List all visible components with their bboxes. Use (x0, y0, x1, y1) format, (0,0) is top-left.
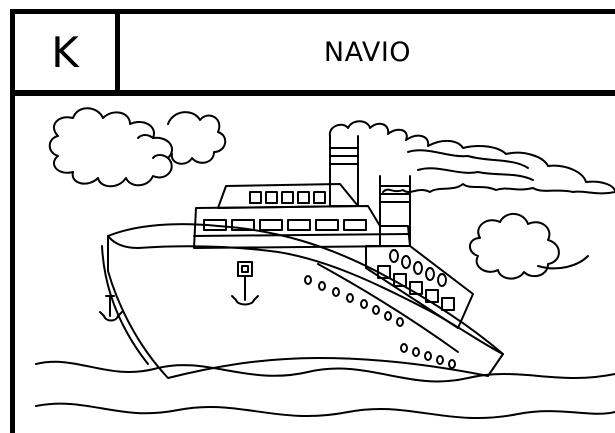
hull (107, 223, 504, 379)
side-cabin (365, 245, 474, 329)
frame-left-border (10, 9, 15, 433)
frame-top-border (10, 9, 615, 14)
letter-label: K (51, 27, 79, 77)
smokestack-rear (329, 135, 359, 207)
cloud-right (469, 213, 560, 280)
header-divider (115, 9, 120, 95)
portholes-lower (400, 343, 456, 369)
word-label: NAVIO (323, 36, 412, 68)
header-bottom-border (10, 90, 615, 96)
anchor-right (231, 261, 259, 306)
anchor-left (99, 295, 123, 322)
ship-drawing-icon (35, 107, 615, 420)
wave-lower (35, 402, 615, 420)
ship-illustration (18, 96, 615, 433)
upper-cabin (217, 183, 359, 209)
smoke (328, 120, 615, 195)
middle-deck (193, 205, 411, 249)
cloud-left (48, 107, 173, 188)
wave-upper (35, 360, 615, 383)
portholes-upper (304, 275, 404, 327)
